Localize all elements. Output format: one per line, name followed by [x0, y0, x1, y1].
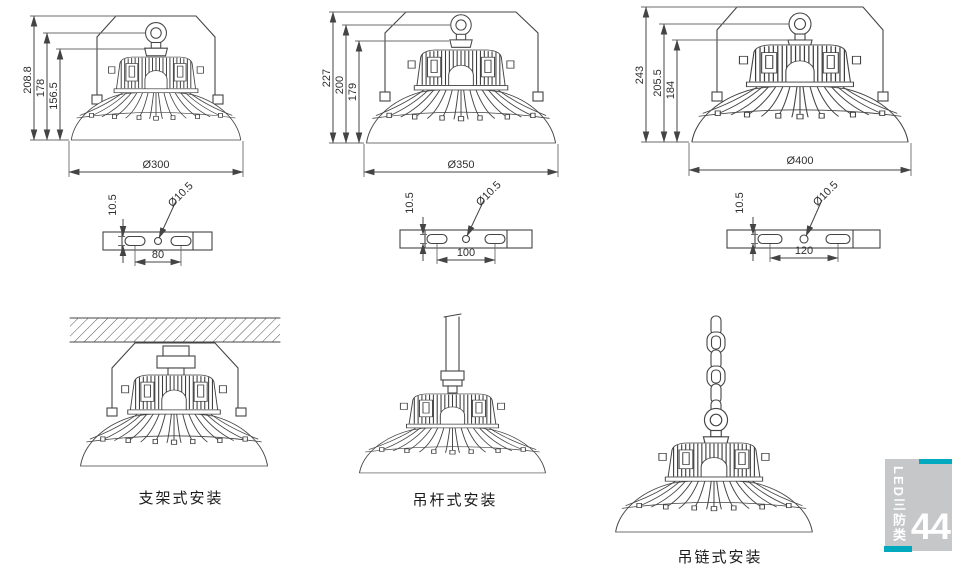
figure-dim-300: 208.8 178 156.5 Ø300: [22, 15, 244, 177]
dim-label-slot-width: 10.5: [404, 192, 416, 213]
dim-label-diameter: Ø400: [787, 155, 814, 167]
dim-label-hole-diameter: Ø10.5: [811, 179, 841, 209]
side-tab-background: [885, 459, 952, 551]
install-caption: 吊杆式安装: [412, 492, 497, 509]
eyelet-icon: [144, 22, 168, 57]
dim-label-height-total: 243: [634, 66, 646, 84]
dim-label-slot-width: 10.5: [107, 194, 119, 215]
suspension-rod: [443, 313, 462, 372]
dim-label-height-body: 156.5: [48, 82, 60, 110]
side-tab-accent-bottom: [884, 546, 912, 552]
figure-install-rod: 吊杆式安装: [359, 313, 546, 509]
dim-label-height-body: 184: [665, 81, 677, 99]
dim-label-height-body: 179: [347, 83, 359, 101]
figure-plate-100: 10.5 Ø10.5 100: [399, 179, 533, 264]
figure-install-chain: 吊链式安装: [615, 315, 813, 566]
lamp-drawing: [615, 442, 813, 533]
figure-plate-80: 10.5 Ø10.5 80: [102, 180, 213, 266]
side-tab-category-label: LED三防类: [891, 466, 906, 543]
suspension-chain: [706, 315, 726, 415]
eyelet-icon: [702, 407, 730, 446]
dim-label-diameter: Ø350: [448, 159, 475, 171]
dim-label-hole-spacing: 120: [795, 245, 813, 257]
side-tab-accent-top: [919, 459, 952, 464]
dim-label-hole-spacing: 100: [457, 247, 475, 259]
dim-label-height-total: 208.8: [22, 66, 34, 94]
install-caption: 吊链式安装: [677, 549, 762, 566]
center-hole: [153, 236, 163, 246]
dim-label-hole-diameter: Ø10.5: [166, 180, 196, 210]
mounting-bracket-outline: [384, 11, 539, 97]
eyelet-icon: [787, 12, 813, 49]
figure-install-bracket: 支架式安装: [69, 317, 281, 507]
mounting-bracket-outline: [716, 6, 884, 97]
center-hole: [799, 234, 809, 244]
mounting-bracket-outline: [96, 15, 216, 101]
dim-label-diameter: Ø300: [143, 159, 170, 171]
install-caption: 支架式安装: [138, 490, 223, 507]
dim-label-height-ring: 200: [334, 76, 346, 94]
side-tab: LED三防类 44: [884, 459, 952, 552]
ceiling-hatch: [70, 318, 280, 342]
page-number: 44: [910, 506, 951, 547]
lamp-drawing: [359, 393, 546, 474]
eyelet-icon: [449, 14, 473, 48]
center-hole: [461, 234, 471, 244]
figure-dim-350: 227 200 179 Ø350: [321, 11, 559, 177]
dim-label-hole-spacing: 80: [152, 249, 164, 261]
dim-label-height-ring: 178: [35, 79, 47, 97]
lamp-drawing: [366, 49, 556, 144]
lamp-drawing: [80, 374, 268, 467]
figure-dim-400: 243 205.5 184 Ø400: [634, 6, 912, 176]
dim-label-hole-diameter: Ø10.5: [474, 179, 504, 209]
mounting-bracket-outline: [111, 342, 239, 413]
dim-label-slot-width: 10.5: [734, 192, 746, 213]
dim-label-height-ring: 205.5: [652, 69, 664, 97]
figure-plate-120: 10.5 Ø10.5 120: [726, 179, 881, 262]
lamp-drawing: [691, 44, 909, 143]
dim-label-height-total: 227: [321, 69, 333, 87]
